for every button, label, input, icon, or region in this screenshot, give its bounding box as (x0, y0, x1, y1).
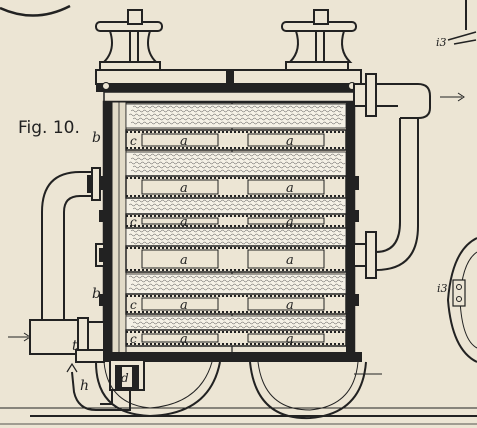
label-i3-top: i3 (436, 36, 447, 49)
label-c: c (130, 215, 137, 229)
inlet-pipe-left (8, 167, 105, 357)
label-b-upper: b (92, 130, 101, 146)
label-b-lower: b (92, 286, 101, 302)
filter-bed-texture (128, 317, 346, 329)
chamber (141, 249, 219, 269)
label-c: c (130, 332, 137, 346)
chamber (247, 249, 325, 269)
chamber (247, 179, 325, 195)
label-a: a (286, 253, 294, 268)
handwheel-right (281, 9, 357, 71)
outlet-pipe-right (353, 73, 465, 279)
label-a: a (180, 181, 188, 196)
handwheel-left (95, 9, 163, 71)
figure-caption: Fig. 10. (18, 118, 80, 138)
label-d: d (121, 371, 129, 385)
chamber (141, 333, 219, 343)
chamber (247, 297, 325, 311)
label-a: a (286, 298, 294, 313)
bottom-frame (75, 349, 362, 363)
label-a: a (180, 253, 188, 268)
chamber (247, 133, 325, 147)
filter-bed-texture (128, 105, 346, 125)
chamber (141, 179, 219, 195)
chamber (141, 217, 219, 225)
filter-layers: a a c a a a a c a a a a c a a c (125, 103, 347, 347)
filter-bed-texture (128, 199, 346, 211)
label-a: a (180, 215, 188, 230)
label-a: a (286, 215, 294, 230)
ground-lines (0, 373, 477, 425)
label-h: h (80, 378, 89, 394)
label-a: a (180, 298, 188, 313)
chamber (141, 133, 219, 147)
label-a: a (180, 134, 188, 149)
chamber (247, 333, 325, 343)
label-a: a (286, 332, 294, 347)
filter-bed-texture (128, 153, 346, 173)
label-c: c (130, 298, 137, 312)
drain-valve (66, 359, 145, 411)
top-cover (95, 69, 362, 103)
filter-bed-texture (128, 229, 346, 245)
label-a: a (180, 332, 188, 347)
label-c: c (130, 134, 137, 148)
chamber (247, 217, 325, 225)
label-t: t (72, 338, 78, 354)
side-bolts (99, 176, 359, 306)
partial-ring-top-left (0, 4, 71, 17)
chamber (141, 297, 219, 311)
top-right-detail: i3 (436, 0, 477, 49)
right-partial-wheel: i3 (437, 237, 477, 363)
label-a: a (286, 181, 294, 196)
label-i3-right: i3 (437, 282, 448, 295)
label-a: a (286, 134, 294, 149)
filter-bed-texture (128, 275, 346, 291)
